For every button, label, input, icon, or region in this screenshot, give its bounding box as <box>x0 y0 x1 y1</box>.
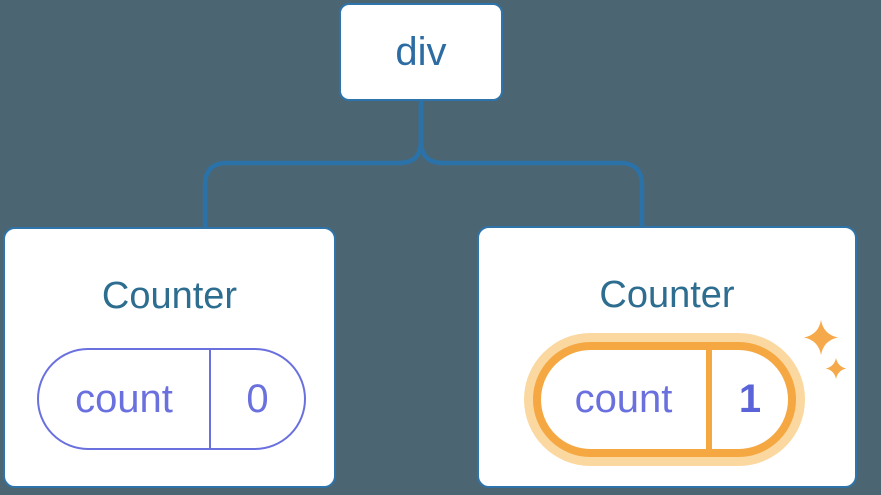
root-node-label: div <box>395 29 447 74</box>
state-value: 0 <box>246 376 269 421</box>
counter-card-right: Counter count 1 <box>477 226 857 488</box>
state-value: 1 <box>738 377 762 421</box>
state-pill: count 0 <box>37 348 306 450</box>
connector-right <box>418 101 645 227</box>
root-node-div: div <box>339 3 503 101</box>
state-key: count <box>574 377 673 421</box>
pill-divider <box>209 350 211 448</box>
pill-divider <box>706 350 712 449</box>
connector-left <box>202 101 424 228</box>
sparkles-icon <box>804 320 847 379</box>
state-key: count <box>75 376 173 421</box>
counter-card-left: Counter count 0 <box>3 227 336 488</box>
component-title: Counter <box>599 274 735 316</box>
state-pill-highlighted: count 1 <box>533 342 796 457</box>
component-title: Counter <box>101 275 238 317</box>
